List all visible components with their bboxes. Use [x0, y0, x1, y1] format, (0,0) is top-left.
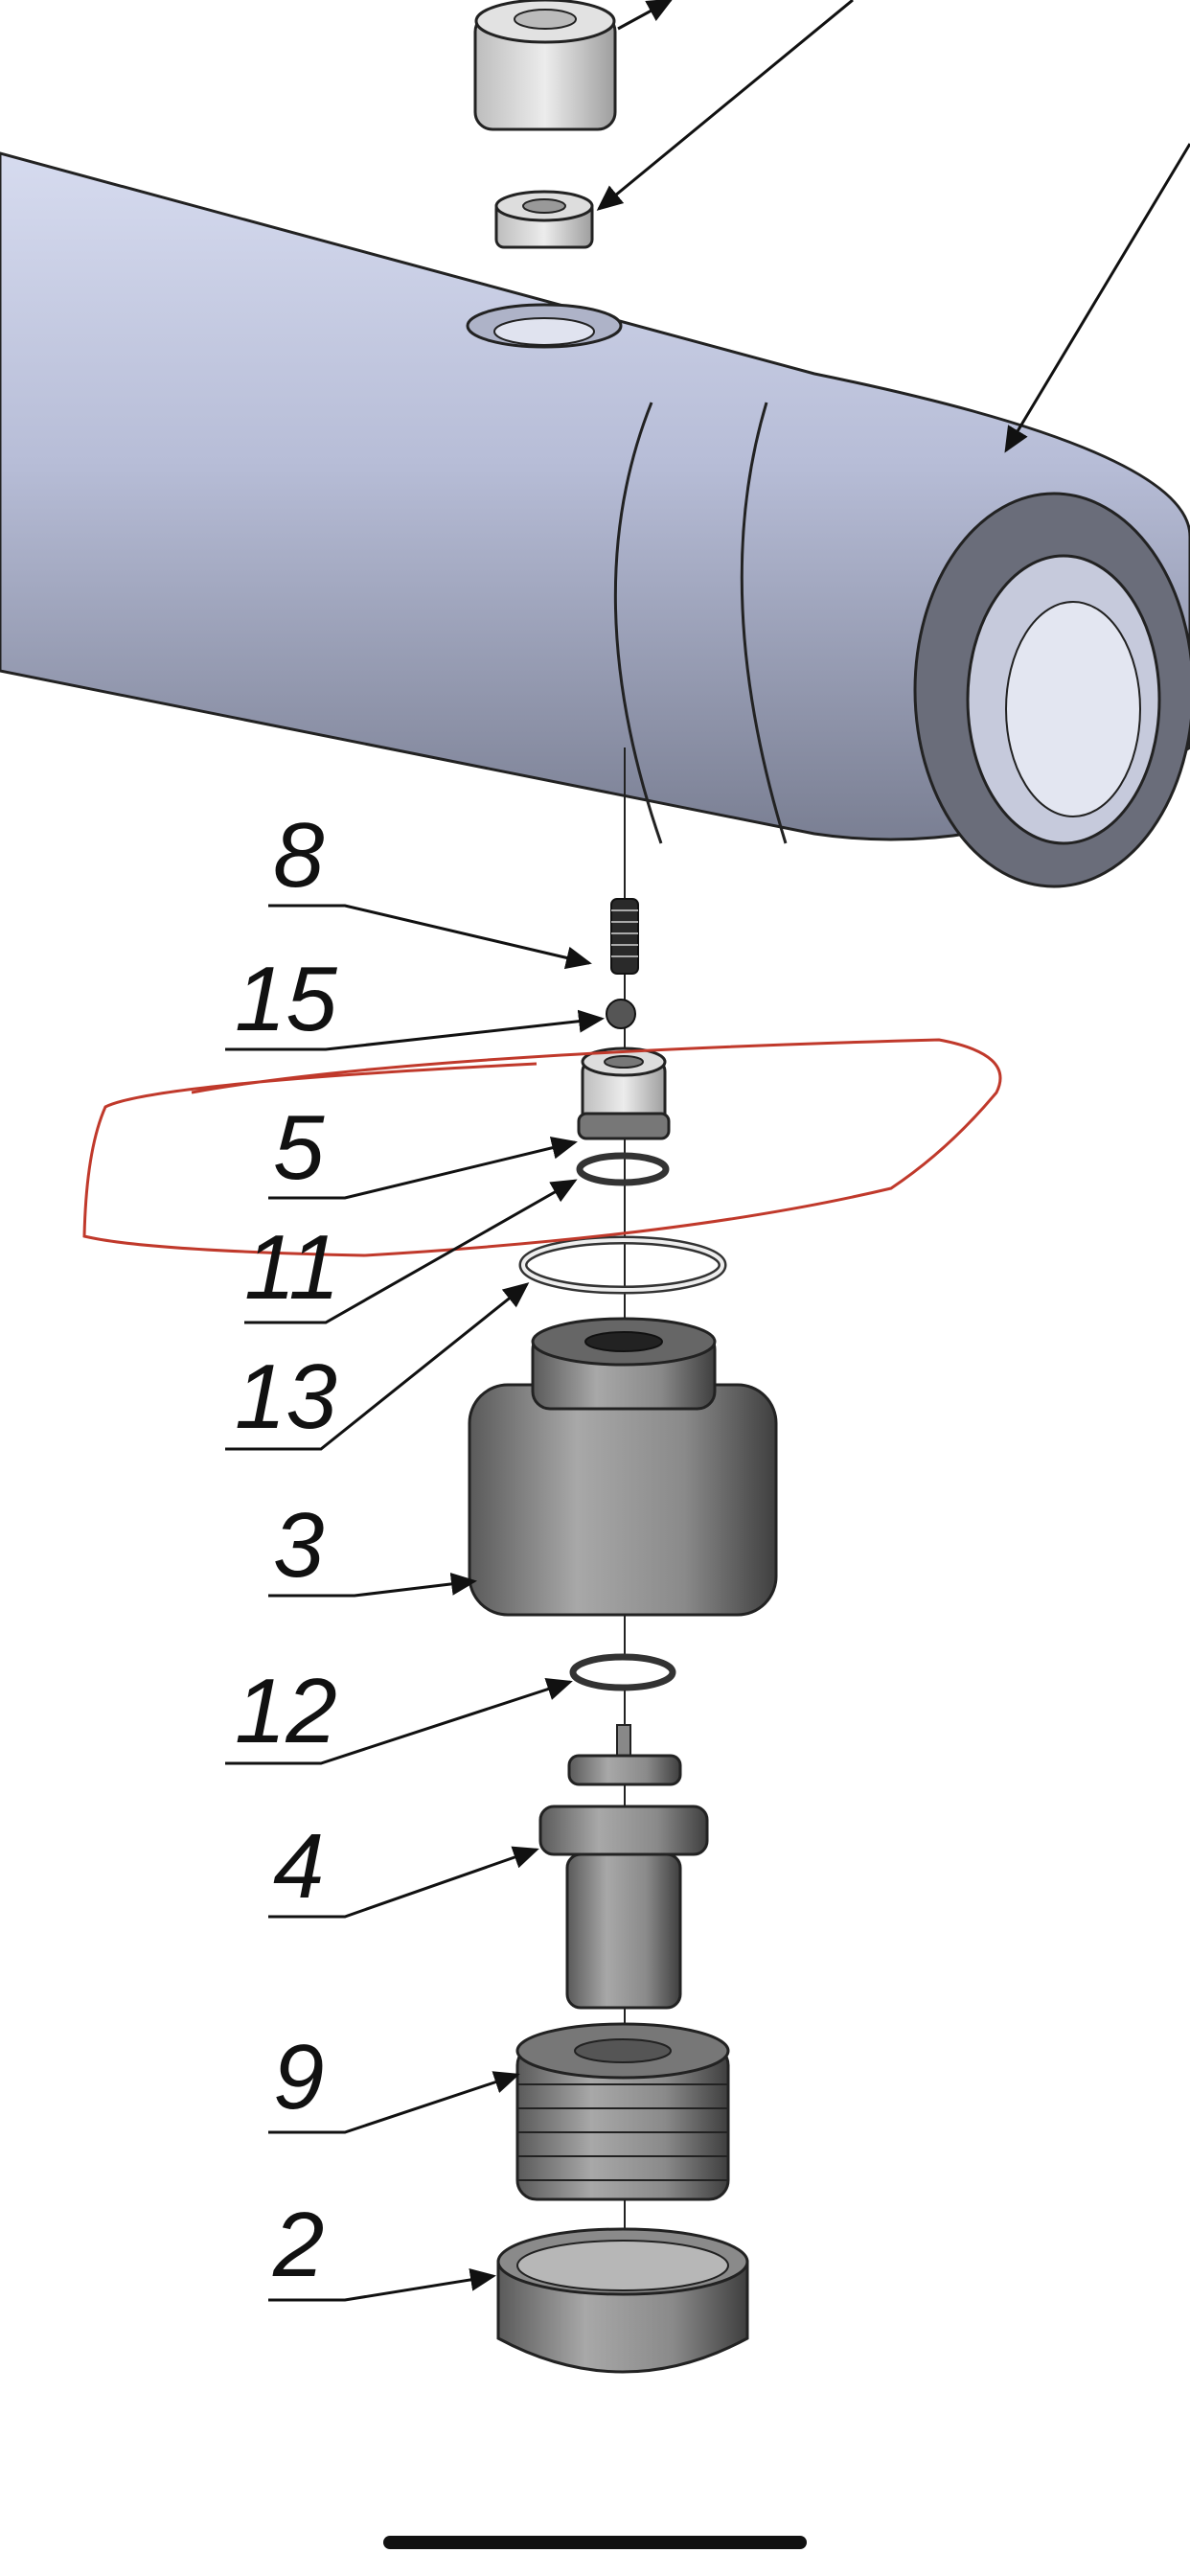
- part-4-piston: [538, 1724, 709, 2010]
- callout-12: 12: [235, 1660, 337, 1762]
- callout-9: 9: [273, 2026, 324, 2128]
- top-washer: [494, 0, 854, 249]
- callout-11: 11: [244, 1216, 340, 1319]
- part-9-threaded-nut: [515, 2022, 730, 2201]
- part-2-end-cap: [496, 2227, 749, 2374]
- callout-labels: 8 15 5 11 13 3 12 4 9 2: [235, 804, 340, 2296]
- callout-13: 13: [235, 1346, 337, 1448]
- part-3-housing: [468, 1317, 778, 1617]
- part-13-o-ring-highlight: [521, 1238, 724, 1292]
- callout-8: 8: [273, 804, 324, 907]
- callout-4: 4: [273, 1815, 324, 1918]
- callout-2: 2: [272, 2194, 324, 2296]
- part-12-o-ring: [569, 1653, 676, 1691]
- callout-3: 3: [273, 1494, 324, 1597]
- part-15-ball: [606, 999, 636, 1029]
- home-indicator-icon[interactable]: [383, 2536, 807, 2549]
- part-8-spring: [610, 898, 639, 975]
- callout-5: 5: [273, 1096, 325, 1199]
- cylinder-tube: [0, 143, 1190, 888]
- part-5-valve-seat: [577, 1046, 671, 1140]
- callout-15: 15: [235, 948, 337, 1050]
- part-11-small-o-ring: [576, 1152, 670, 1186]
- leader-lines: [225, 904, 605, 2302]
- highlight-annotation-loop: [82, 1038, 1002, 1257]
- top-screw-cap: [473, 0, 674, 131]
